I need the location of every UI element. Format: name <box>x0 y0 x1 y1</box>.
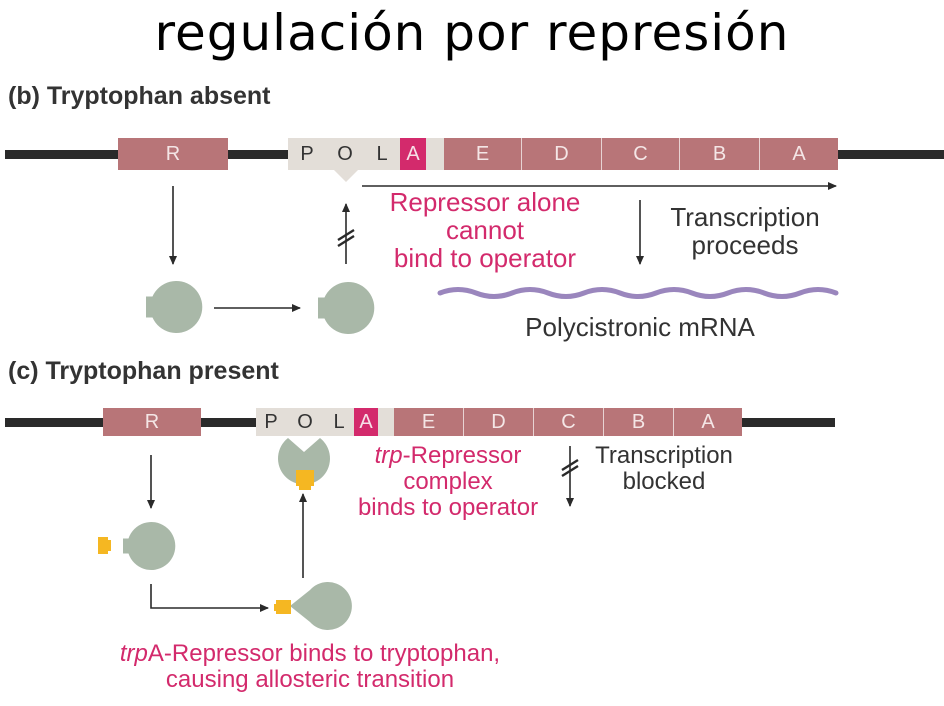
panel-b-gene-b: B <box>680 138 760 170</box>
panel-c-complex-note-text1: -Repressor <box>402 442 522 469</box>
panel-c-block-mark <box>561 458 579 478</box>
panel-b-repressor-note: Repressor alone cannot bind to operator <box>360 188 610 272</box>
panel-b-gene-a: A <box>760 138 838 170</box>
panel-b-attenuator: A <box>400 138 426 170</box>
panel-b-transcription-note: Transcription proceeds <box>645 203 845 259</box>
panel-b-mrna-label: Polycistronic mRNA <box>525 312 755 342</box>
panel-c-tryptophan-free <box>98 537 111 554</box>
panel-b-gene-d: D <box>522 138 602 170</box>
panel-b-transcription-note-line1: Transcription <box>670 202 820 232</box>
page-title: regulación por represión <box>154 4 790 62</box>
panel-c-bottom-note: trpA-Repressor binds to tryptophan, caus… <box>70 641 550 693</box>
panel-b-transcription-note-line2: proceeds <box>691 230 799 261</box>
panel-c-gene-b: B <box>604 408 674 436</box>
panel-c-leader: L <box>324 408 354 436</box>
panel-c-bottom-note-line2: causing allosteric transition <box>165 665 455 693</box>
panel-c-repressor-bound <box>278 438 331 485</box>
panel-b-spacer <box>426 138 444 170</box>
panel-b-promoter: P <box>288 138 326 170</box>
panel-b-mrna-wave <box>437 287 839 299</box>
panel-c-gene-c: C <box>534 408 604 436</box>
panel-c-bottom-note-line1: trpA-Repressor binds to tryptophan, <box>70 641 550 667</box>
panel-b-gene-e: E <box>444 138 522 170</box>
panel-c-complex-note-prefix: trp <box>374 442 403 469</box>
panel-c-gene-a: A <box>674 408 742 436</box>
panel-c-transcription-note: Transcription blocked <box>578 443 750 495</box>
panel-c-complex-note-line1: trp-Repressor <box>326 443 570 469</box>
panel-c-gene-r: R <box>103 408 201 436</box>
panel-c-complex-note-line2: complex <box>403 467 493 495</box>
panel-c-bottom-note-text1: A-Repressor binds to tryptophan, <box>147 640 501 667</box>
panel-b-repressor-inactive-1 <box>146 281 203 334</box>
panel-c-attenuator: A <box>354 408 378 436</box>
panel-b-repressor-note-line2: cannot <box>445 215 525 246</box>
panel-b-gene-c: C <box>602 138 680 170</box>
panel-c-bottom-note-prefix: trp <box>119 640 148 667</box>
panel-c-repressor-active <box>290 582 352 630</box>
panel-c-arrow-elbow <box>150 584 269 612</box>
panel-c-gene-d: D <box>464 408 534 436</box>
panel-b-gene-r: R <box>118 138 228 170</box>
panel-c-tryptophan-bound <box>274 600 291 614</box>
panel-b-repressor-note-line3: bind to operator <box>393 243 577 274</box>
panel-b-repressor-inactive-2 <box>318 282 375 335</box>
panel-c-gene-e: E <box>394 408 464 436</box>
panel-c-promoter: P <box>256 408 286 436</box>
panel-b-repressor-note-line1: Repressor alone <box>389 187 581 217</box>
panel-b-operator-notch <box>334 170 358 182</box>
panel-b-label: (b) Tryptophan absent <box>8 82 271 110</box>
panel-b-block-mark <box>337 228 355 248</box>
panel-c-transcription-note-line2: blocked <box>622 467 706 495</box>
panel-c-operator: O <box>286 408 324 436</box>
panel-b-operator: O <box>326 138 364 170</box>
panel-c-transcription-note-line1: Transcription <box>595 442 733 469</box>
panel-b-leader: L <box>364 138 400 170</box>
panel-c-complex-note-line3: binds to operator <box>357 493 539 521</box>
panel-c-tryptophan-on-operator <box>296 470 314 490</box>
panel-c-complex-note: trp-Repressor complex binds to operator <box>326 443 570 521</box>
panel-c-label: (c) Tryptophan present <box>8 357 279 385</box>
panel-c-spacer <box>378 408 394 436</box>
panel-c-repressor-inactive <box>123 522 176 570</box>
